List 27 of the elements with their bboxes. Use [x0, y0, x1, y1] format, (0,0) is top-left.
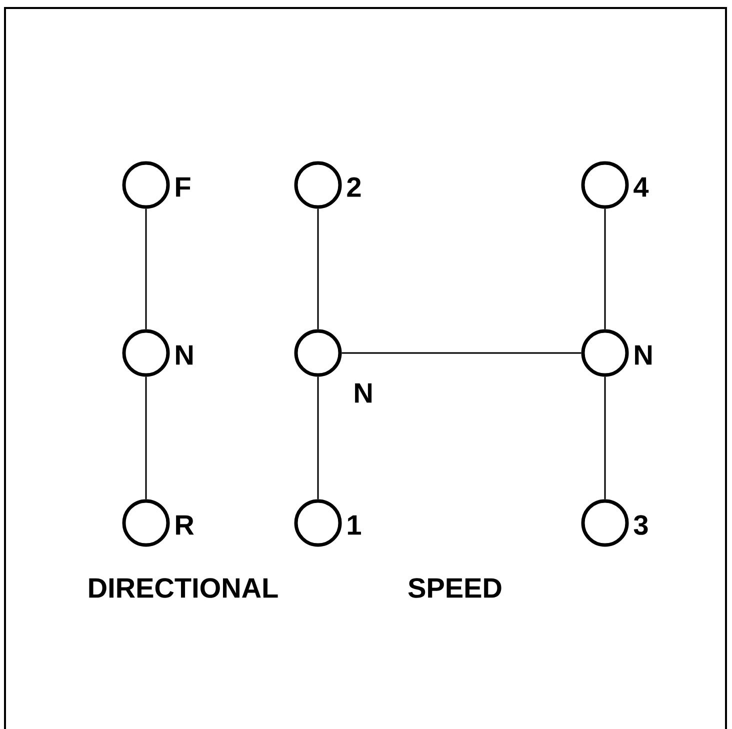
position-circle [581, 329, 629, 377]
connector-line [145, 208, 147, 330]
connector-line [317, 208, 319, 330]
position-label: 4 [634, 177, 649, 197]
group-label: SPEED [408, 578, 502, 598]
position-circle [581, 161, 629, 209]
connector-line [317, 376, 319, 500]
position-circle [122, 499, 170, 547]
position-label: N [355, 383, 372, 403]
connector-line [342, 352, 582, 354]
connector-line [604, 208, 606, 330]
position-circle [294, 161, 342, 209]
position-circle [122, 329, 170, 377]
position-circle [294, 329, 342, 377]
position-label: 2 [347, 177, 361, 197]
position-label: R [176, 515, 194, 535]
position-label: N [176, 345, 193, 365]
position-circle [581, 499, 629, 547]
position-circle [294, 499, 342, 547]
position-circle [122, 161, 170, 209]
position-label: 3 [634, 515, 648, 535]
connector-line [604, 376, 606, 500]
position-label: F [176, 177, 190, 197]
group-label: DIRECTIONAL [89, 578, 278, 598]
connector-line [145, 376, 147, 500]
position-label: 1 [348, 515, 361, 535]
position-label: N [635, 345, 652, 365]
